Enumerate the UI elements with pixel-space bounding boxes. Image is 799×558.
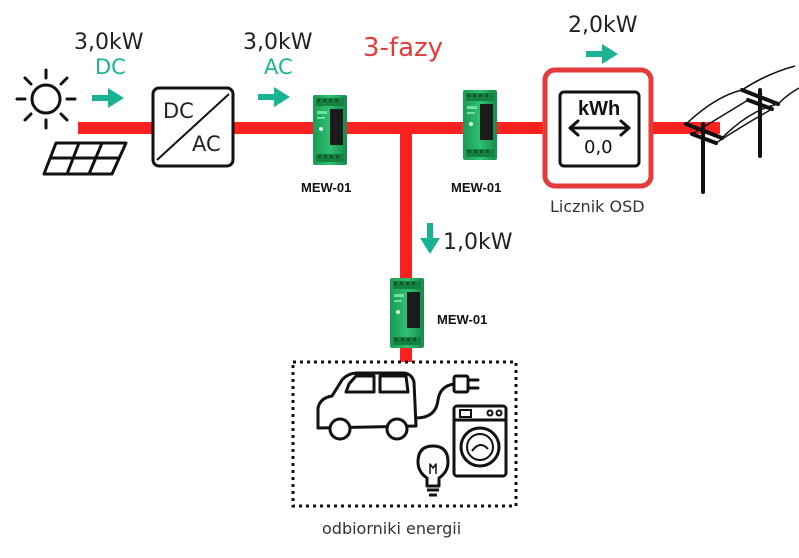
mew-module-1 <box>313 95 347 165</box>
mew-label-2: MEW-01 <box>451 180 502 195</box>
grid-power-label: 2,0kW <box>568 13 638 38</box>
arrow-right-icon <box>258 87 290 107</box>
osd-meter-caption: Licznik OSD <box>550 197 645 216</box>
inverter-type-label: AC <box>264 55 293 79</box>
car-icon <box>316 371 418 441</box>
inverter-dc-label: DC <box>163 99 194 123</box>
solar-panel-icon <box>42 141 128 176</box>
mew-label-1: MEW-01 <box>301 180 352 195</box>
arrow-right-icon <box>92 88 124 108</box>
sun-icon <box>15 68 77 130</box>
washing-machine-icon <box>452 404 508 478</box>
mew-module-2 <box>463 90 497 160</box>
arrow-right-icon <box>586 44 618 64</box>
osd-meter-unit: kWh <box>578 98 621 120</box>
phase-label: 3-fazy <box>363 33 444 63</box>
double-arrow-icon <box>568 119 631 137</box>
inverter-ac-label: AC <box>192 132 221 156</box>
osd-meter-reading: 0,0 <box>584 137 613 158</box>
branch-power-label: 1,0kW <box>443 230 513 255</box>
arrow-down-icon <box>420 223 440 254</box>
pv-power-label: 3,0kW <box>74 30 144 55</box>
light-bulb-icon <box>416 444 450 497</box>
inverter-box <box>151 86 235 168</box>
loads-caption: odbiorniki energii <box>322 519 462 538</box>
pv-type-label: DC <box>95 55 126 79</box>
power-pylon-icon <box>684 88 780 194</box>
mew-label-3: MEW-01 <box>437 312 488 327</box>
plug-icon <box>414 374 480 420</box>
power-lines <box>685 65 799 144</box>
mew-module-3 <box>390 278 424 348</box>
inverter-power-label: 3,0kW <box>243 30 313 55</box>
